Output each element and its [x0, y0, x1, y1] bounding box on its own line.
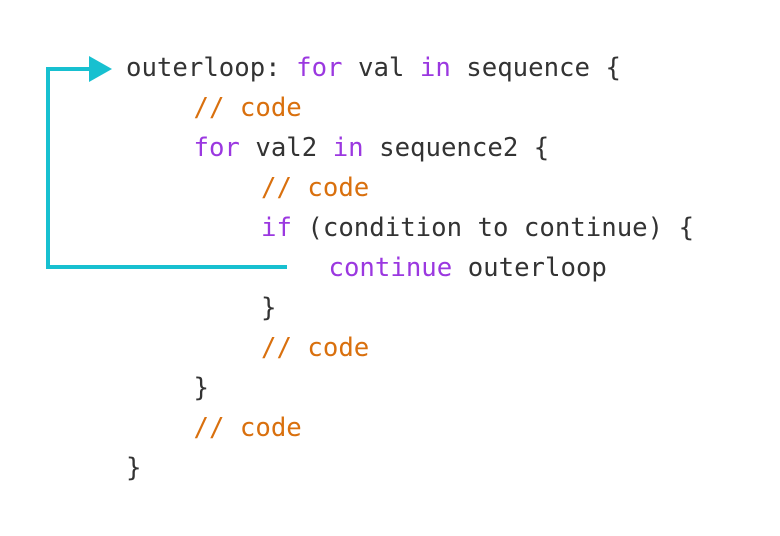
code-keyword: continue [328, 253, 453, 283]
code-text: } [261, 293, 277, 323]
code-line: // code [126, 328, 694, 368]
code-block: outerloop: for val in sequence { // code f… [126, 48, 694, 488]
code-text: val [342, 53, 420, 83]
code-line: // code [126, 88, 694, 128]
code-text: sequence2 { [363, 133, 550, 163]
code-text: sequence { [450, 53, 621, 83]
code-comment: // code [261, 333, 370, 363]
code-line: continue outerloop [126, 248, 694, 288]
code-keyword: for [296, 53, 343, 83]
code-text: } [126, 453, 142, 483]
code-line: if (condition to continue) { [126, 208, 694, 248]
code-text: } [193, 373, 209, 403]
code-keyword: for [193, 133, 240, 163]
code-text: (condition to continue) { [291, 213, 695, 243]
arrow-right-icon [89, 56, 112, 82]
code-line: } [126, 448, 694, 488]
code-line: // code [126, 408, 694, 448]
code-comment: // code [261, 173, 370, 203]
code-line: for val2 in sequence2 { [126, 128, 694, 168]
code-line: } [126, 288, 694, 328]
code-keyword: in [332, 133, 364, 163]
code-line: } [126, 368, 694, 408]
code-line: // code [126, 168, 694, 208]
code-text: val2 [239, 133, 333, 163]
code-comment: // code [193, 413, 302, 443]
code-text: outerloop: [126, 53, 297, 83]
code-keyword: in [419, 53, 451, 83]
code-text: outerloop [452, 253, 607, 283]
code-line: outerloop: for val in sequence { [126, 48, 694, 88]
code-keyword: if [261, 213, 292, 243]
code-comment: // code [193, 93, 302, 123]
arrow-path [46, 67, 287, 269]
